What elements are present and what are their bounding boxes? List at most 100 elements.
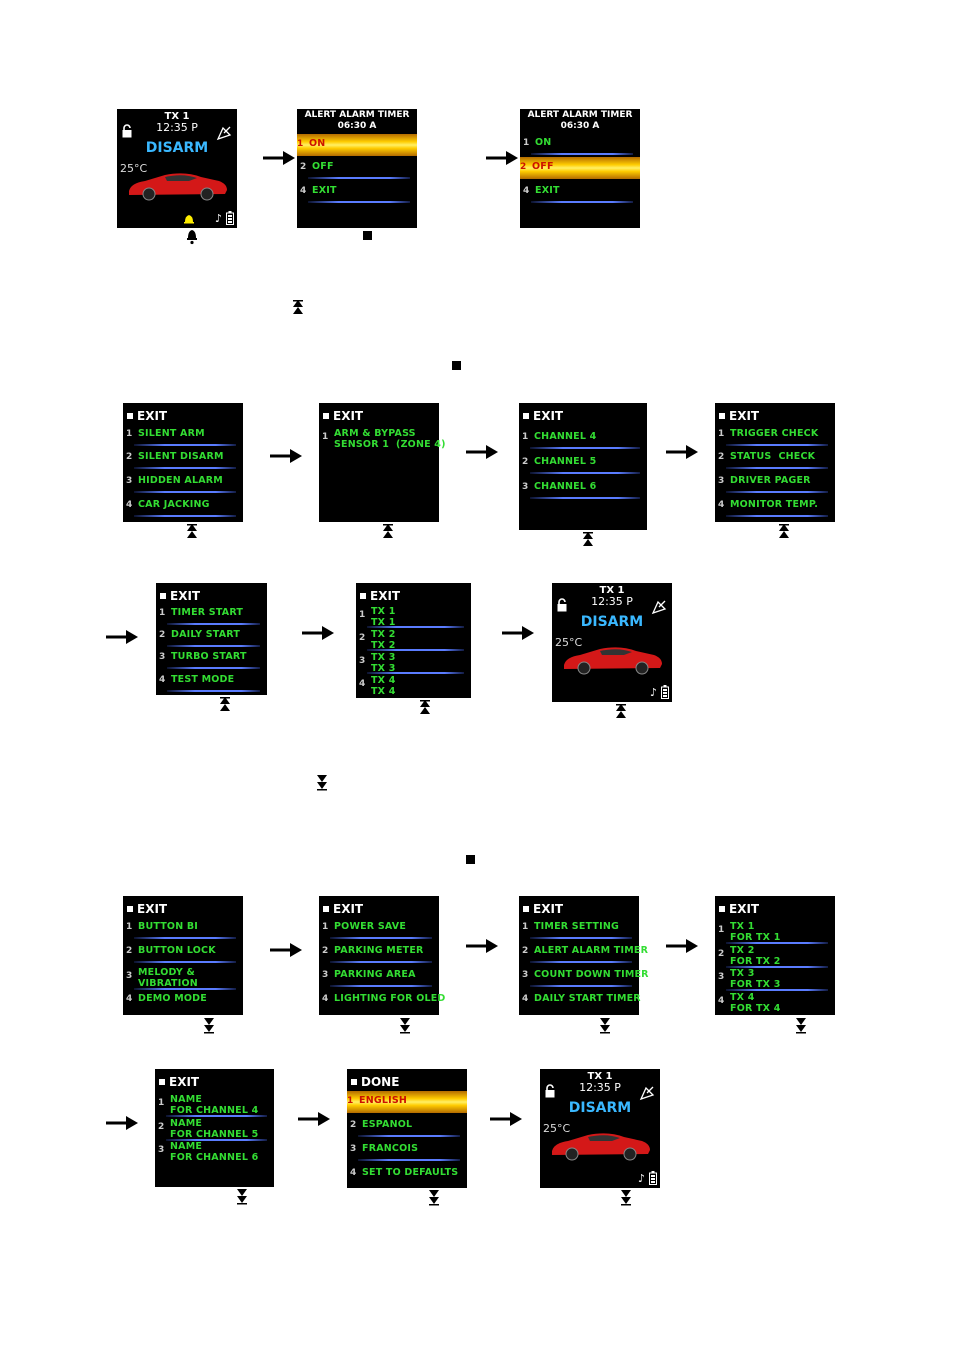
menu-header[interactable]: EXIT [159, 1075, 199, 1089]
menu-header[interactable]: EXIT [127, 409, 167, 423]
double-down-arrow-icon [400, 1018, 410, 1034]
double-up-arrow-icon [220, 697, 230, 711]
alarm-bell-icon [184, 215, 194, 224]
red-sports-car-icon [564, 647, 662, 675]
alert-title: ALERT ALARM TIMER [304, 110, 410, 120]
right-arrow-icon [270, 943, 302, 957]
satellite-dish-icon [651, 600, 667, 615]
double-down-arrow-icon [204, 1018, 214, 1034]
battery-icon [649, 1171, 657, 1185]
menu-header[interactable]: EXIT [523, 409, 563, 423]
menu-header[interactable]: EXIT [719, 902, 759, 916]
battery-icon [661, 685, 669, 699]
home-screen-3: TX 1 12:35 P DISARM 25°C ♪ [540, 1069, 660, 1188]
double-down-arrow-icon [600, 1018, 610, 1034]
music-note-icon: ♪ [637, 1172, 645, 1185]
menu-header[interactable]: EXIT [160, 589, 200, 603]
tx-label: TX 1 [164, 111, 190, 122]
double-down-arrow-icon [429, 1190, 439, 1206]
menu-header[interactable]: EXIT [323, 409, 363, 423]
right-arrow-icon [502, 626, 534, 640]
arm-state: DISARM [145, 140, 209, 156]
right-arrow-icon [263, 151, 295, 165]
double-up-arrow-icon [293, 300, 303, 314]
temperature: 25°C [555, 636, 583, 649]
menu-header[interactable]: EXIT [323, 902, 363, 916]
menu-header[interactable]: EXIT [523, 902, 563, 916]
tx-label: TX 1 [599, 585, 625, 596]
menu-header[interactable]: EXIT [719, 409, 759, 423]
menu-header[interactable]: DONE [351, 1075, 399, 1089]
right-arrow-icon [270, 449, 302, 463]
arm-state: DISARM [568, 1100, 632, 1116]
arm-state: DISARM [580, 614, 644, 630]
double-down-arrow-icon [317, 775, 327, 791]
right-arrow-icon [298, 1112, 330, 1126]
menu-header[interactable]: EXIT [127, 902, 167, 916]
square-bullet-icon [363, 231, 372, 240]
double-up-arrow-icon [187, 524, 197, 538]
menu-header[interactable]: EXIT [360, 589, 400, 603]
battery-icon [226, 211, 234, 225]
double-down-arrow-icon [237, 1189, 247, 1205]
right-arrow-icon [466, 445, 498, 459]
clock: 12:35 P [591, 595, 633, 608]
